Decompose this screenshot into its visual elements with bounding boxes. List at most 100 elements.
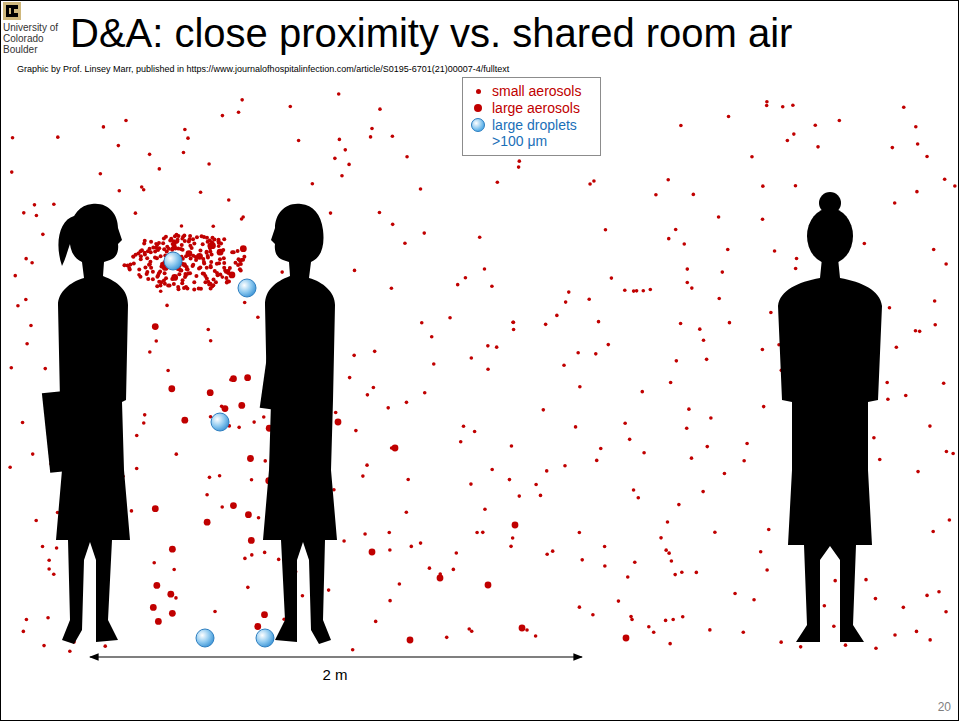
small-aerosol (555, 314, 559, 318)
small-aerosol (176, 234, 180, 238)
small-aerosol (353, 269, 357, 273)
small-aerosol (893, 633, 897, 637)
small-aerosol (217, 241, 221, 245)
small-aerosol (165, 249, 169, 253)
small-aerosol (352, 354, 356, 358)
small-aerosol (195, 235, 199, 239)
small-aerosol (175, 240, 179, 244)
small-aerosol (166, 369, 170, 373)
small-aerosol (587, 297, 591, 301)
small-aerosol (203, 280, 207, 284)
small-aerosol (156, 248, 160, 252)
small-aerosol (677, 503, 681, 507)
small-aerosol (250, 478, 254, 482)
small-aerosol (208, 282, 212, 286)
small-aerosol (423, 391, 427, 395)
small-aerosol (201, 271, 205, 275)
large-aerosol (392, 445, 399, 452)
small-aerosol (25, 618, 29, 622)
small-aerosol (610, 276, 614, 280)
small-aerosol (916, 470, 920, 474)
small-aerosol (16, 304, 20, 308)
small-aerosol (205, 266, 209, 270)
small-aerosol (153, 256, 157, 260)
small-aerosol (752, 598, 756, 602)
small-aerosol (914, 125, 918, 129)
small-aerosol (490, 468, 494, 472)
small-aerosol (603, 564, 607, 568)
small-aerosol (9, 366, 13, 370)
small-aerosol (410, 545, 414, 549)
small-aerosol (942, 381, 946, 385)
small-aerosol (149, 250, 153, 254)
small-aerosol (222, 237, 226, 241)
large-aerosol (229, 272, 236, 279)
small-aerosol (675, 359, 679, 363)
small-aerosol (236, 263, 240, 267)
small-aerosol (874, 646, 878, 650)
small-aerosol (21, 421, 25, 425)
small-aerosol (181, 278, 185, 282)
small-aerosol (918, 330, 922, 334)
listener-silhouette (260, 204, 337, 644)
small-aerosol (943, 178, 947, 182)
large-aerosol (186, 250, 193, 257)
small-aerosol (242, 255, 246, 259)
small-aerosol (373, 350, 377, 354)
small-aerosol (214, 280, 218, 284)
large-droplet (164, 252, 182, 270)
distant-person-silhouette (778, 192, 882, 642)
small-aerosol (452, 568, 456, 572)
small-aerosol (685, 267, 689, 271)
small-aerosol (786, 139, 790, 143)
small-aerosol (186, 136, 190, 140)
small-aerosol (378, 107, 382, 111)
small-aerosol (398, 582, 402, 586)
small-aerosol (333, 157, 337, 161)
small-aerosol (33, 203, 37, 207)
small-aerosol (681, 615, 685, 619)
small-aerosol (773, 249, 777, 253)
small-aerosol (767, 528, 771, 532)
small-aerosol (288, 105, 292, 109)
legend-row: large droplets >100 μm (471, 117, 592, 149)
small-aerosol (188, 237, 192, 241)
small-aerosol (177, 272, 181, 276)
small-aerosol (42, 644, 46, 648)
large-aerosol (169, 610, 176, 617)
small-aerosol (564, 300, 568, 304)
small-aerosol (690, 456, 694, 460)
small-aerosol (604, 228, 608, 232)
small-aerosol (172, 282, 176, 286)
small-aerosol (603, 545, 607, 549)
small-aerosol (473, 430, 477, 434)
small-aerosol (486, 367, 490, 371)
small-aerosol (933, 299, 937, 303)
small-aerosol (343, 148, 347, 152)
small-aerosol (372, 386, 376, 390)
small-aerosol (562, 363, 566, 367)
small-aerosol (475, 531, 479, 535)
small-aerosol (863, 242, 867, 246)
legend-row: small aerosols (471, 83, 592, 99)
large-aerosol (230, 375, 237, 382)
large-droplet (211, 413, 229, 431)
small-aerosol (190, 246, 194, 250)
small-aerosol (31, 452, 35, 456)
small-aerosol (765, 100, 769, 104)
small-aerosol (117, 189, 121, 193)
small-aerosol (192, 280, 196, 284)
small-aerosol (329, 211, 333, 215)
small-aerosol (11, 136, 15, 140)
small-aerosol (647, 625, 651, 629)
small-aerosol (179, 247, 183, 251)
small-aerosol (158, 167, 162, 171)
small-aerosol (511, 321, 515, 325)
small-aerosol (563, 464, 567, 468)
small-aerosol (430, 335, 434, 339)
small-aerosol (378, 211, 382, 215)
small-aerosol (143, 265, 147, 269)
small-aerosol (838, 119, 842, 123)
small-aerosol (462, 425, 466, 429)
small-aerosol (263, 459, 267, 463)
